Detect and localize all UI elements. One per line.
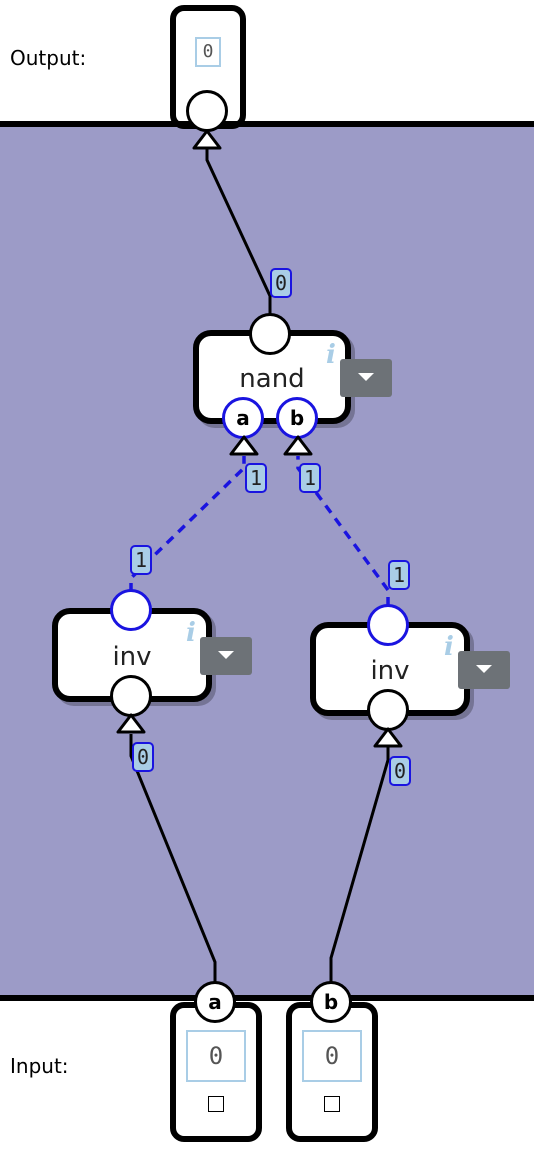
input-value-b[interactable]: 0 [302, 1030, 362, 1082]
inv-left-menu-dropdown[interactable] [200, 637, 252, 675]
inv-left-input-arrow-icon [116, 713, 146, 734]
wire-inv-right-to-nand-b[interactable] [296, 456, 390, 606]
output-arrow-icon [192, 129, 222, 150]
inv-left-label: inv [112, 642, 152, 672]
output-divider [0, 121, 534, 127]
input-toggle-a-checkbox[interactable] [208, 1096, 224, 1112]
input-label: Input: [10, 1054, 69, 1078]
inv-right-input-arrow-icon [373, 727, 403, 748]
wire-value-inv-left-output: 1 [130, 545, 153, 575]
wire-value-nand-a: 1 [245, 463, 268, 493]
inv-right-label: inv [370, 656, 410, 686]
nand-gate-label: nand [239, 364, 305, 394]
output-label: Output: [10, 46, 87, 70]
inv-left-output-port[interactable] [110, 589, 152, 631]
wire-nand-to-output[interactable] [205, 140, 272, 316]
wire-input-b-to-inv-right[interactable] [329, 746, 390, 982]
inv-right-info-icon[interactable]: i [444, 632, 454, 662]
input-b-port[interactable]: b [310, 981, 352, 1023]
wire-input-a-to-inv-left[interactable] [129, 734, 217, 982]
wire-value-input-a: 0 [132, 742, 155, 772]
inv-right-output-port[interactable] [367, 604, 409, 646]
nand-input-b-port[interactable]: b [276, 397, 318, 439]
wire-inv-left-to-nand-a[interactable] [129, 456, 246, 592]
nand-b-arrow-icon [283, 435, 313, 456]
input-area: Input: [0, 998, 534, 1152]
circuit-workspace[interactable] [0, 124, 534, 998]
nand-output-port[interactable] [249, 313, 291, 355]
nand-input-a-port[interactable]: a [222, 397, 264, 439]
nand-a-arrow-icon [229, 435, 259, 456]
input-a-port[interactable]: a [194, 981, 236, 1023]
output-area: Output: [0, 0, 534, 124]
output-value: 0 [195, 37, 221, 67]
input-terminal-b: 0 [286, 1002, 378, 1142]
wire-value-nand-b: 1 [299, 463, 322, 493]
inv-right-menu-dropdown[interactable] [458, 651, 510, 689]
input-terminal-a: 0 [170, 1002, 262, 1142]
input-value-a[interactable]: 0 [186, 1030, 246, 1082]
input-divider [0, 995, 534, 1001]
nand-info-icon[interactable]: i [326, 340, 336, 370]
wire-value-inv-right-output: 1 [388, 560, 411, 590]
inv-left-info-icon[interactable]: i [186, 618, 196, 648]
wire-value-input-b: 0 [389, 756, 412, 786]
input-toggle-b-checkbox[interactable] [324, 1096, 340, 1112]
wire-value-nand-output: 0 [270, 268, 293, 298]
nand-menu-dropdown[interactable] [340, 359, 392, 397]
